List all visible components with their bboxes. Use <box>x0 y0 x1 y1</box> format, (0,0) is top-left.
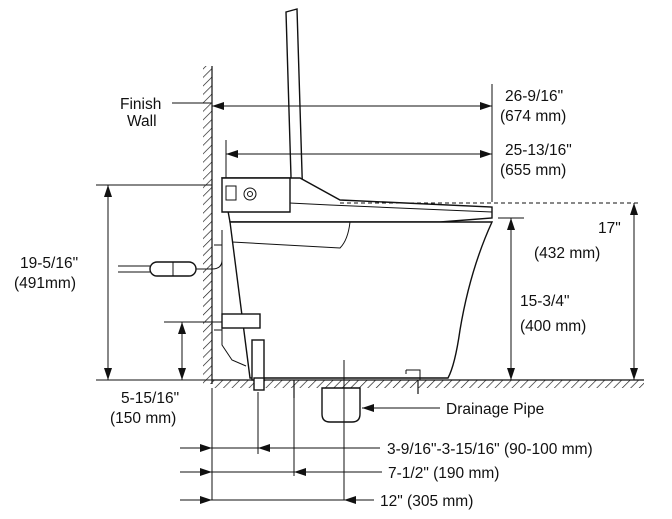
dim-seat-length <box>225 140 492 178</box>
dim-overall-length <box>212 84 493 202</box>
finish-wall <box>203 66 213 384</box>
label-supply-height-in: 5-15/16" <box>121 390 179 407</box>
label-supply-height-mm: (150 mm) <box>110 410 176 427</box>
label-seat-length-in: 25-13/16" <box>505 142 572 159</box>
label-drainage-pipe: Drainage Pipe <box>446 401 544 418</box>
dim-total-height <box>96 184 212 381</box>
toilet-outline <box>118 8 494 430</box>
label-supply-offset: 3-9/16"-3-15/16" (90-100 mm) <box>387 441 593 458</box>
label-drain-offset-305: 12" (305 mm) <box>380 493 473 510</box>
label-seat-height-in: 17" <box>598 220 621 237</box>
label-wall: Wall <box>127 113 157 130</box>
label-drain-offset-190: 7-1/2" (190 mm) <box>388 465 499 482</box>
label-finish: Finish <box>120 96 161 113</box>
label-rim-height-mm: (400 mm) <box>520 318 586 335</box>
label-overall-length-mm: (674 mm) <box>500 108 566 125</box>
floor <box>212 379 644 388</box>
label-total-height-in: 19-5/16" <box>20 255 78 272</box>
dim-seat-height <box>340 202 640 380</box>
dim-offset-lines <box>180 388 382 504</box>
drainage-pipe-leader <box>362 404 440 412</box>
label-seat-length-mm: (655 mm) <box>500 162 566 179</box>
label-rim-height-in: 15-3/4" <box>520 293 569 310</box>
label-total-height-mm: (491mm) <box>14 275 76 292</box>
dim-rim-height <box>498 217 524 380</box>
dim-supply-height <box>164 321 222 380</box>
label-seat-height-mm: (432 mm) <box>534 245 600 262</box>
label-overall-length-in: 26-9/16" <box>505 88 563 105</box>
